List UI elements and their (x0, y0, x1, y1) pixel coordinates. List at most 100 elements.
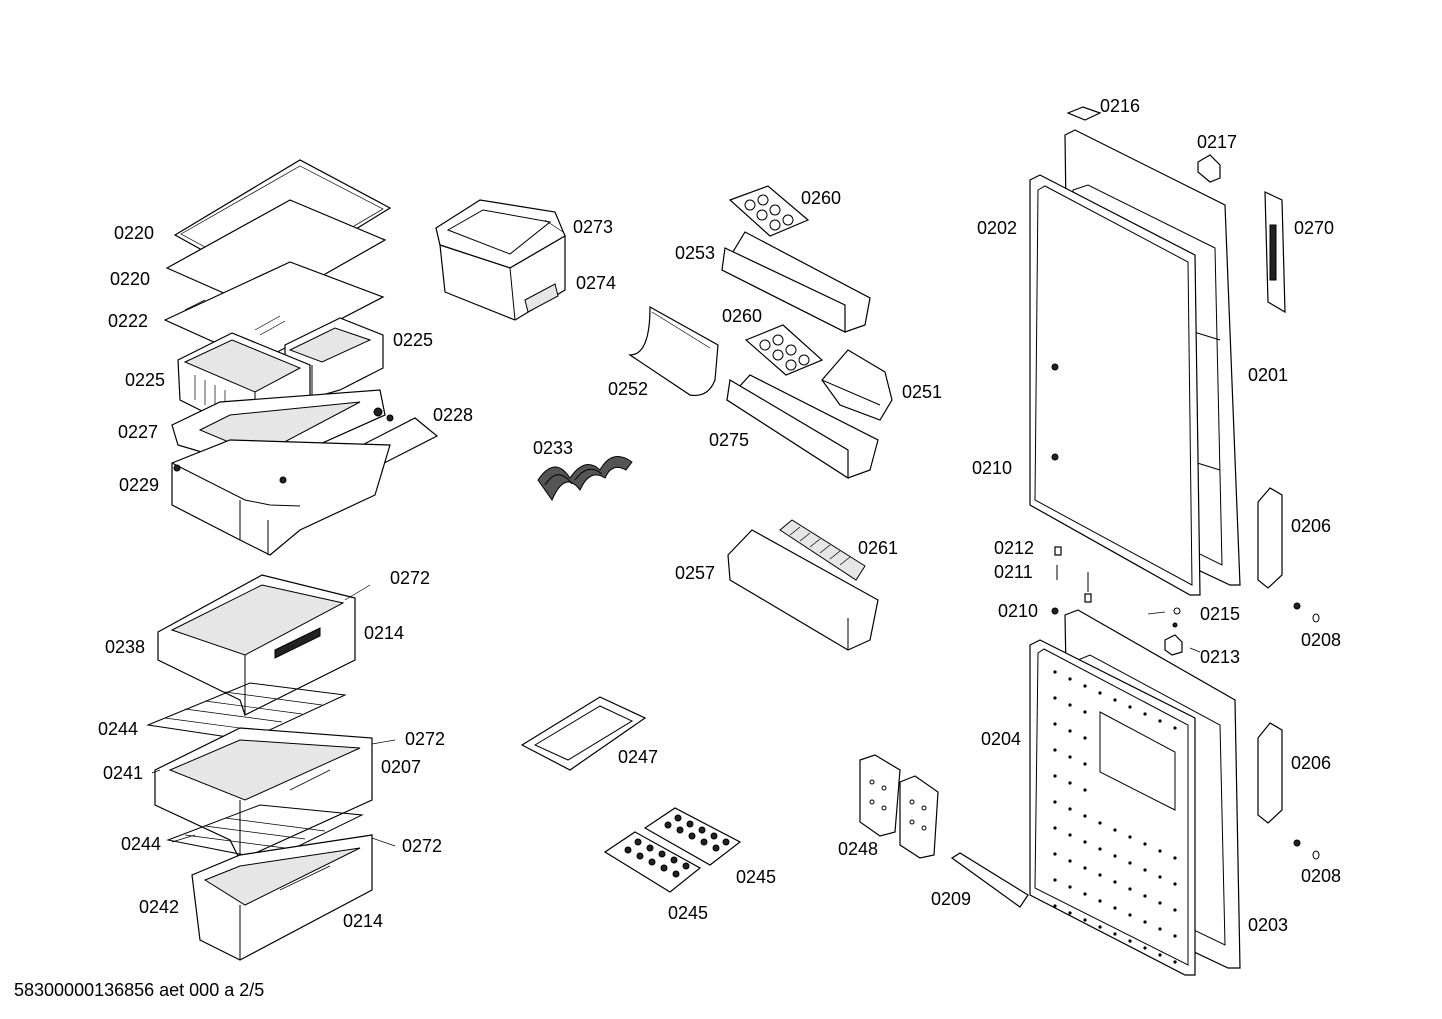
base-tray-0229 (171, 439, 391, 556)
label-0227: 0227 (118, 422, 159, 442)
label-0214-top: 0214 (364, 623, 405, 643)
label-0207: 0207 (381, 757, 422, 777)
liner-dot (1083, 866, 1087, 870)
drawer-0241 (154, 727, 373, 861)
liner-dot (1068, 677, 1072, 681)
liner-dot (1158, 875, 1162, 879)
liner-dot (1113, 698, 1117, 702)
label-0201: 0201 (1248, 365, 1289, 385)
liner-dot (1053, 826, 1057, 830)
label-0274: 0274 (576, 273, 617, 293)
label-0213: 0213 (1200, 647, 1241, 667)
liner-dot (1083, 762, 1087, 766)
label-0222: 0222 (108, 311, 149, 331)
tray-0247 (520, 696, 647, 771)
liner-dot (1173, 726, 1177, 730)
liner-dot (1083, 814, 1087, 818)
label-0210-upper: 0210 (972, 458, 1013, 478)
liner-dot (1053, 878, 1057, 882)
liner-dot (1068, 755, 1072, 759)
grid-shelf-0244-lower (166, 804, 364, 861)
label-0202: 0202 (977, 218, 1018, 238)
liner-dot (1053, 852, 1057, 856)
liner-dot (1173, 856, 1177, 860)
liner-dot (1173, 908, 1177, 912)
label-0248: 0248 (838, 839, 879, 859)
liner-dot (1053, 904, 1057, 908)
liner-dot (1068, 885, 1072, 889)
liner-dot (1053, 748, 1057, 752)
gasket-0204 (1029, 639, 1196, 976)
label-0204: 0204 (981, 729, 1022, 749)
liner-dot (1113, 880, 1117, 884)
label-0211: 0211 (994, 562, 1033, 582)
gasket-0202 (1029, 174, 1201, 596)
handle-0206-lower (1257, 722, 1283, 824)
cold-pack-0248-b (899, 775, 939, 859)
butter-box-0251 (821, 349, 893, 421)
drawing-reference: 58300000136856 aet 000 a 2/5 (14, 980, 265, 1000)
label-0210-lower: 0210 (998, 601, 1039, 621)
cold-pack-0248-a (859, 754, 901, 837)
label-0261: 0261 (858, 538, 899, 558)
label-0206-upper: 0206 (1291, 516, 1332, 536)
bottle-rack-0233 (537, 456, 633, 502)
liner-dot (1083, 736, 1087, 740)
liner-dot (1053, 800, 1057, 804)
liner-dot (1113, 854, 1117, 858)
liner-dot (1068, 703, 1072, 707)
liner-dot (1053, 774, 1057, 778)
liner-dot (1068, 859, 1072, 863)
door-shelf-0275 (726, 374, 879, 480)
ice-tray-0245-right (643, 807, 742, 866)
liner-dot (1068, 729, 1072, 733)
egg-tray-0260-lower (744, 324, 824, 376)
liner-dot (1098, 691, 1102, 695)
label-0252: 0252 (608, 379, 649, 399)
cap-0217 (1197, 154, 1221, 183)
label-0242: 0242 (139, 897, 180, 917)
label-0273: 0273 (573, 217, 614, 237)
liner-dot (1068, 807, 1072, 811)
liner-dot (1068, 781, 1072, 785)
strip-0209 (950, 852, 1029, 908)
liner-dot (1143, 842, 1147, 846)
liner-dot (1173, 882, 1177, 886)
ice-tray-0245-left (603, 831, 702, 893)
liner-dot (1158, 901, 1162, 905)
label-0225-left: 0225 (125, 370, 166, 390)
label-0245-right: 0245 (736, 867, 777, 887)
liner-dot (1158, 927, 1162, 931)
liner-dot (1098, 925, 1102, 929)
label-0220-top: 0220 (114, 223, 155, 243)
liner-dot (1053, 670, 1057, 674)
cap-0216 (1066, 106, 1102, 121)
liner-dot (1113, 828, 1117, 832)
liner-dot (1083, 684, 1087, 688)
drawer-0238 (157, 574, 356, 716)
liner-dot (1083, 788, 1087, 792)
liner-dot (1158, 953, 1162, 957)
label-0247: 0247 (618, 747, 659, 767)
label-0208-upper: 0208 (1301, 630, 1342, 650)
liner-dot (1083, 840, 1087, 844)
liner-dot (1128, 913, 1132, 917)
liner-dot (1173, 960, 1177, 964)
liner-dot (1128, 887, 1132, 891)
liner-dot (1068, 911, 1072, 915)
leader-lines (151, 219, 1201, 847)
label-0225-right: 0225 (393, 330, 434, 350)
door-shelf-0253 (721, 231, 871, 333)
label-0229: 0229 (119, 475, 160, 495)
label-0270: 0270 (1294, 218, 1335, 238)
label-0272-bottom: 0272 (402, 836, 443, 856)
liner-dot (1128, 835, 1132, 839)
label-0275: 0275 (709, 430, 750, 450)
label-0260-lower: 0260 (722, 306, 763, 326)
door-lower-dots (1053, 670, 1177, 964)
handle-0206-upper (1257, 487, 1283, 589)
drawer-0242 (191, 834, 373, 961)
liner-dot (1143, 712, 1147, 716)
liner-dot (1143, 920, 1147, 924)
label-0272-middle: 0272 (405, 729, 446, 749)
